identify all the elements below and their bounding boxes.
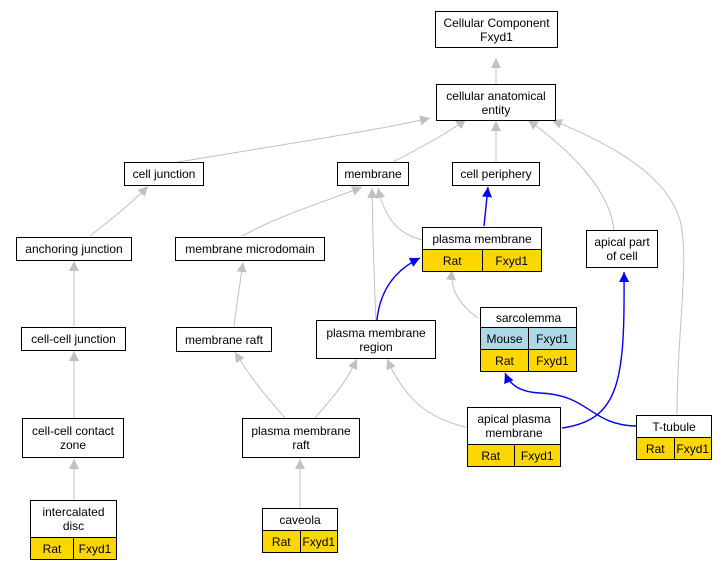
node-label: plasma membrane: [432, 231, 532, 246]
gene-cell: Fxyd1: [673, 438, 711, 459]
node-label: cell-cell contact zone: [31, 424, 115, 452]
species-cell: Mouse: [481, 328, 528, 349]
node-cell-junction[interactable]: cell junction: [124, 162, 204, 186]
edge-apicalpm-to-pmregion: [386, 358, 471, 429]
edge-membrane-to-cae: [392, 118, 467, 163]
node-cellular-anatomical-entity[interactable]: cellular anatomical entity: [436, 84, 556, 121]
node-label: membrane raft: [184, 332, 264, 347]
node-label: cell periphery: [460, 167, 532, 181]
node-label: Cellular Component Fxyd1: [443, 15, 550, 44]
node-plasma-membrane[interactable]: plasma membrane Rat Fxyd1: [422, 227, 542, 272]
node-apical-part-of-cell[interactable]: apical part of cell: [586, 230, 658, 268]
node-plasma-membrane-raft[interactable]: plasma membrane raft: [242, 418, 360, 458]
edge-plasmamembrane-to-membrane: [375, 187, 424, 241]
node-label: caveola: [279, 512, 321, 527]
node-membrane-microdomain[interactable]: membrane microdomain: [175, 237, 325, 261]
annotation-row: Rat Fxyd1: [468, 444, 560, 466]
node-membrane[interactable]: membrane: [337, 162, 409, 186]
edge-raft-to-microdomain: [233, 261, 247, 328]
node-cell-cell-contact-zone[interactable]: cell-cell contact zone: [22, 418, 124, 458]
edge-ttubule-to-sarcolemma-blue: [504, 372, 637, 427]
node-t-tubule[interactable]: T-tubule Rat Fxyd1: [636, 415, 712, 460]
node-label: plasma membrane raft: [251, 424, 351, 452]
annotation-row: Rat Fxyd1: [31, 537, 116, 559]
node-label: T-tubule: [652, 419, 696, 434]
species-cell: Rat: [637, 438, 674, 459]
node-label: membrane microdomain: [185, 242, 315, 256]
species-cell: Rat: [423, 250, 482, 271]
gene-cell: Fxyd1: [528, 328, 576, 349]
annotation-row: Rat Fxyd1: [263, 530, 337, 552]
annotation-row: Rat Fxyd1: [481, 349, 576, 371]
annotation-row: Mouse Fxyd1: [481, 327, 576, 349]
species-cell: Rat: [481, 350, 528, 371]
edge-pmregion-to-membrane: [367, 187, 378, 321]
node-label: cell junction: [132, 167, 196, 181]
node-label: cell-cell junction: [31, 332, 116, 346]
node-anchoring-junction[interactable]: anchoring junction: [16, 237, 132, 261]
annotation-row: Rat Fxyd1: [637, 437, 711, 459]
node-membrane-raft[interactable]: membrane raft: [176, 327, 272, 352]
edge-ttubule-to-cae: [551, 119, 685, 416]
node-label: intercalated disc: [42, 505, 105, 533]
node-label: anchoring junction: [25, 242, 123, 256]
edge-anchoring-to-celljunction: [89, 185, 149, 237]
gene-cell: Fxyd1: [299, 531, 337, 552]
node-label: membrane: [344, 167, 402, 181]
node-label: apical part of cell: [594, 235, 650, 263]
node-label: sarcolemma: [495, 310, 562, 325]
species-cell: Rat: [31, 538, 73, 559]
node-sarcolemma[interactable]: sarcolemma Mouse Fxyd1 Rat Fxyd1: [480, 307, 577, 372]
edge-plasmamembrane-to-cellperiphery-blue: [482, 186, 492, 227]
node-label: cellular anatomical entity: [446, 88, 546, 117]
species-cell: Rat: [468, 445, 514, 466]
node-plasma-membrane-region[interactable]: plasma membrane region: [316, 320, 436, 359]
gene-cell: Fxyd1: [528, 350, 576, 371]
node-label: plasma membrane region: [326, 325, 426, 354]
node-label: apical plasma membrane: [477, 412, 551, 440]
node-intercalated-disc[interactable]: intercalated disc Rat Fxyd1: [30, 500, 117, 560]
gene-cell: Fxyd1: [73, 538, 116, 559]
edge-sarcolemma-to-plasmamembrane: [446, 269, 479, 319]
gene-cell: Fxyd1: [481, 250, 541, 271]
node-cellular-component-fxyd1[interactable]: Cellular Component Fxyd1: [435, 11, 558, 48]
node-cell-periphery[interactable]: cell periphery: [452, 162, 540, 186]
gene-cell: Fxyd1: [513, 445, 560, 466]
edge-microdomain-to-membrane: [241, 186, 363, 237]
node-apical-plasma-membrane[interactable]: apical plasma membrane Rat Fxyd1: [467, 407, 561, 467]
edge-pmraft-to-raft: [234, 351, 286, 419]
edge-pmregion-to-plasmamembrane-blue: [376, 257, 421, 321]
node-cell-cell-junction[interactable]: cell-cell junction: [21, 327, 126, 351]
species-cell: Rat: [263, 531, 300, 552]
edge-apicalpart-to-cae: [527, 119, 615, 231]
edge-celljunction-to-cae: [177, 115, 431, 163]
node-caveola[interactable]: caveola Rat Fxyd1: [262, 508, 338, 553]
edge-apicalpm-to-apicalpart-blue: [561, 271, 630, 429]
annotation-row: Rat Fxyd1: [423, 249, 541, 271]
edge-pmraft-to-pmregion: [314, 358, 358, 419]
